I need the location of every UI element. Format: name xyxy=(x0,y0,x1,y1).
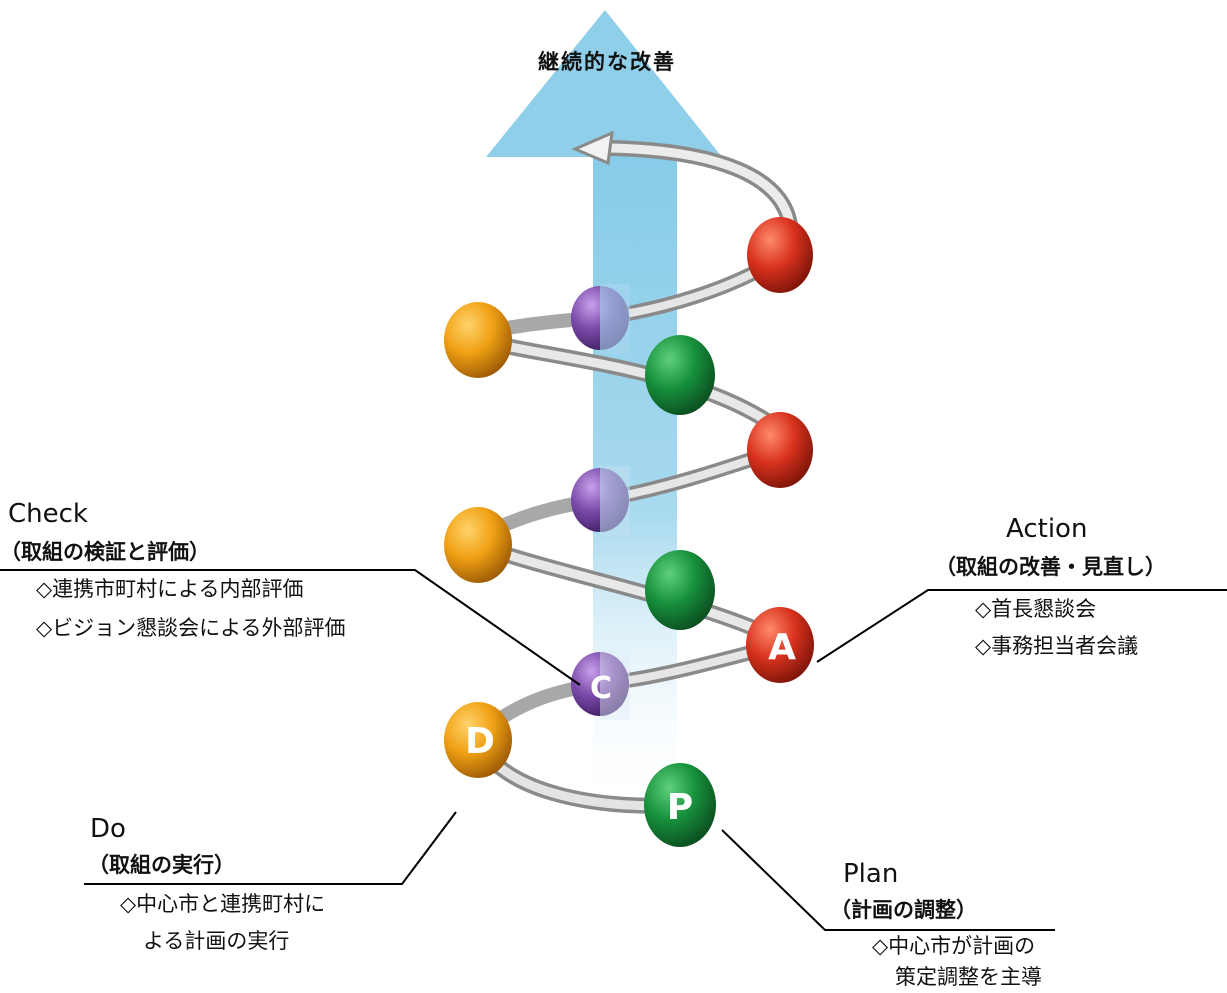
do-item-2: よる計画の実行 xyxy=(143,929,290,953)
ball-check-letter: C xyxy=(590,671,612,706)
plan-subtitle: （計画の調整） xyxy=(830,898,977,922)
action-subtitle: （取組の改善・見直し） xyxy=(935,555,1166,579)
check-item-1: ◇連携市町村による内部評価 xyxy=(36,577,304,601)
ball-green-2 xyxy=(645,550,715,630)
action-item-2: ◇事務担当者会議 xyxy=(975,634,1139,658)
diagram-title: 継続的な改善 xyxy=(538,50,676,74)
leader-lines xyxy=(0,569,1227,931)
ball-plan: P xyxy=(644,763,716,847)
ball-green-3 xyxy=(645,335,715,415)
do-leader xyxy=(84,811,457,885)
plan-heading: Plan xyxy=(843,859,899,889)
ball-plan-letter: P xyxy=(667,787,693,828)
ball-action: A xyxy=(746,607,814,683)
ball-do: D xyxy=(444,702,512,778)
arrow-head xyxy=(486,10,722,158)
ball-check: C xyxy=(571,650,630,720)
check-heading: Check xyxy=(8,499,88,529)
ball-red-2 xyxy=(747,412,813,488)
spiral-arrowhead xyxy=(571,130,614,166)
ball-orange-2 xyxy=(444,507,512,583)
ball-red-3 xyxy=(747,217,813,293)
plan-item-1: ◇中心市が計画の xyxy=(872,934,1036,958)
ball-purple-3 xyxy=(571,284,630,354)
plan-item-2: 策定調整を主導 xyxy=(895,965,1042,989)
do-item-1: ◇中心市と連携町村に xyxy=(120,892,326,916)
plan-leader xyxy=(721,829,1055,931)
action-heading: Action xyxy=(1006,514,1088,544)
do-subtitle: （取組の実行） xyxy=(88,853,235,877)
ball-purple-2 xyxy=(571,466,630,536)
do-heading: Do xyxy=(90,814,126,844)
ball-action-letter: A xyxy=(768,627,796,668)
ball-do-letter: D xyxy=(465,721,495,762)
check-leader xyxy=(0,569,581,686)
ball-orange-3 xyxy=(444,302,512,378)
action-item-1: ◇首長懇談会 xyxy=(975,597,1097,621)
check-item-2: ◇ビジョン懇談会による外部評価 xyxy=(36,616,346,640)
check-subtitle: （取組の検証と評価） xyxy=(0,540,210,564)
action-leader xyxy=(816,589,1227,663)
